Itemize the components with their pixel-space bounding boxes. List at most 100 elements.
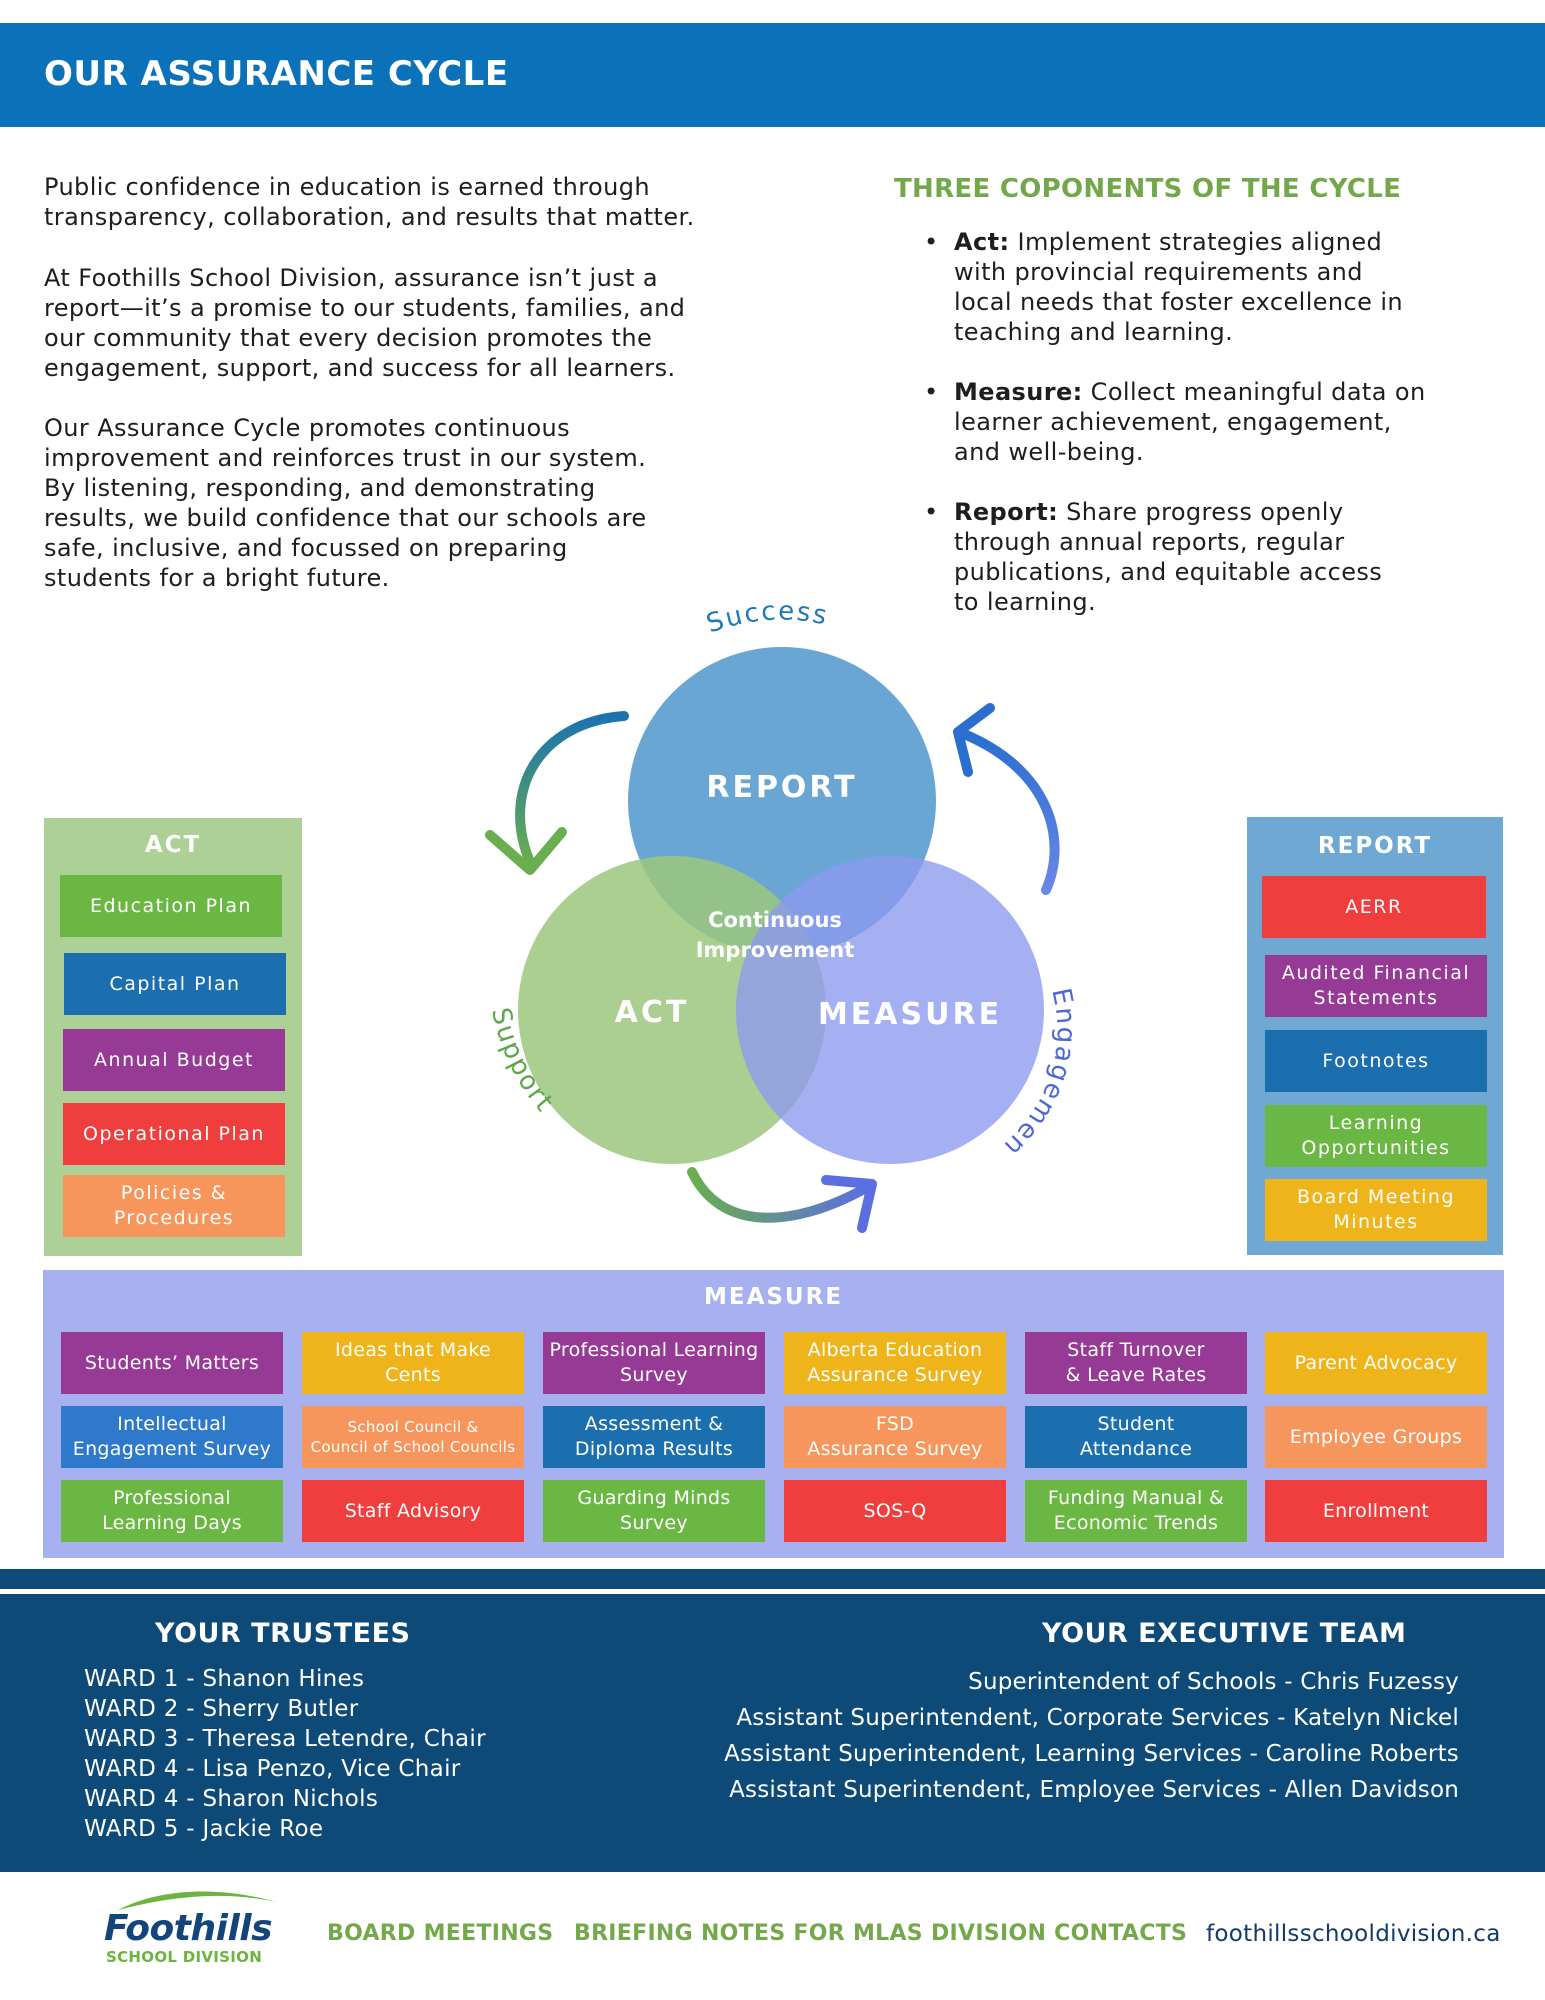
component-line: Share progress openly — [1066, 498, 1344, 526]
report-tile: Footnotes — [1265, 1030, 1487, 1092]
report-panel-title: REPORT — [1317, 833, 1433, 859]
tile-line: Assurance Survey — [807, 1364, 983, 1386]
trustee-item: WARD 1 - Shanon Hines — [84, 1666, 365, 1692]
page-title: OUR ASSURANCE CYCLE — [44, 54, 509, 94]
act-label: ACT — [615, 995, 690, 1030]
tile-line: Procedures — [113, 1207, 235, 1229]
report-tile: AERR — [1262, 876, 1486, 938]
tile-line: Diploma Results — [574, 1438, 734, 1460]
arrowhead — [953, 703, 995, 777]
measure-tile: Students’ Matters — [61, 1332, 283, 1394]
report-label: REPORT — [706, 770, 857, 805]
footer-divider — [0, 1569, 1545, 1589]
arrowhead — [821, 1175, 877, 1233]
header-bar — [0, 23, 1545, 127]
tile-line: Education Plan — [89, 894, 253, 917]
component-term: Report: — [954, 498, 1059, 526]
tile-line: Council of School Councils — [310, 1438, 516, 1456]
tile-line: Attendance — [1079, 1438, 1193, 1460]
tile-line: Parent Advocacy — [1294, 1351, 1458, 1374]
measure-tile: SOS-Q — [784, 1480, 1006, 1542]
tile-line: Assessment & — [584, 1413, 724, 1435]
act-tile: Operational Plan — [63, 1103, 285, 1165]
intro-paragraph-3: Our Assurance Cycle promotes continuous … — [44, 413, 804, 593]
tile-line: & Leave Rates — [1065, 1364, 1207, 1386]
component-line: and well-being. — [954, 438, 1144, 466]
trustee-item: WARD 3 - Theresa Letendre, Chair — [84, 1726, 486, 1752]
center-label-line2: Improvement — [696, 938, 855, 962]
component-line: teaching and learning. — [954, 318, 1234, 346]
tile-line: Funding Manual & — [1047, 1487, 1225, 1509]
executive-item: Assistant Superintendent, Employee Servi… — [729, 1777, 1459, 1803]
bullet: • — [924, 378, 939, 406]
cycle-arrow-act-to-measure — [687, 1167, 871, 1223]
measure-label: MEASURE — [818, 997, 1002, 1032]
logo-swoosh-icon — [118, 1891, 276, 1910]
component-measure: • Measure: Collect meaningful data on le… — [924, 377, 1484, 467]
tile-line: Engagement Survey — [72, 1438, 272, 1460]
components-title: THREE COPONENTS OF THE CYCLE — [894, 174, 1402, 204]
act-tile: Annual Budget — [63, 1029, 285, 1091]
intro-line: safe, inclusive, and focussed on prepari… — [44, 534, 568, 562]
foothills-logo[interactable]: Foothills SCHOOL DIVISION — [90, 1886, 280, 1966]
tile-line: Enrollment — [1322, 1499, 1430, 1522]
measure-tile: Parent Advocacy — [1265, 1332, 1487, 1394]
tile-line: Cents — [385, 1364, 441, 1386]
measure-tile: Assessment & Diploma Results — [543, 1406, 765, 1468]
component-act: • Act: Implement strategies aligned with… — [924, 227, 1484, 347]
intro-paragraph-1: Public confidence in education is earned… — [44, 172, 804, 232]
act-panel: ACT Education Plan Capital Plan Annual B… — [44, 818, 302, 1256]
website-link[interactable]: foothillsschooldivision.ca — [1206, 1921, 1501, 1947]
component-report: • Report: Share progress openly through … — [924, 497, 1484, 617]
tile-line: Professional Learning — [549, 1339, 759, 1361]
intro-line: students for a bright future. — [44, 564, 390, 592]
tile-line: Minutes — [1333, 1211, 1419, 1233]
executive-list: Superintendent of Schools - Chris Fuzess… — [724, 1664, 1459, 1808]
trustee-item: WARD 4 - Lisa Penzo, Vice Chair — [84, 1756, 461, 1782]
tile-line: Survey — [620, 1512, 688, 1534]
measure-tile: School Council &Council of School Counci… — [302, 1406, 524, 1468]
tile-line: Board Meeting — [1297, 1186, 1455, 1208]
intro-line: improvement and reinforces trust in our … — [44, 444, 647, 472]
tile-line: Guarding Minds — [577, 1487, 731, 1509]
tile-line: Learning Days — [102, 1512, 242, 1534]
measure-tile: Staff Advisory — [302, 1480, 524, 1542]
tile-line: Employee Groups — [1289, 1425, 1463, 1448]
link-briefing-notes[interactable]: BRIEFING NOTES FOR MLAS — [574, 1921, 923, 1946]
tile-line: Footnotes — [1322, 1049, 1430, 1072]
link-division-contacts[interactable]: DIVISION CONTACTS — [931, 1921, 1188, 1946]
tile-line: Alberta Education — [807, 1339, 983, 1361]
tile-line: Assurance Survey — [807, 1438, 983, 1460]
bullet: • — [924, 498, 939, 526]
trustee-item: WARD 2 - Sherry Butler — [84, 1696, 359, 1722]
footer-band: YOUR TRUSTEES WARD 1 - Shanon Hines WARD… — [0, 1594, 1545, 1872]
executive-title: YOUR EXECUTIVE TEAM — [1042, 1618, 1407, 1649]
tile-line: Capital Plan — [109, 972, 241, 995]
component-line: Collect meaningful data on — [1090, 378, 1426, 406]
tile-line: Audited Financial — [1281, 962, 1471, 984]
component-term: Measure: — [954, 378, 1083, 406]
tile-line: Professional — [113, 1487, 231, 1509]
component-line: publications, and equitable access — [954, 558, 1383, 586]
component-line: with provincial requirements and — [954, 258, 1363, 286]
tile-line: Opportunities — [1301, 1137, 1451, 1159]
intro-line: our community that every decision promot… — [44, 324, 653, 352]
act-tile: Policies &Procedures — [63, 1175, 285, 1237]
measure-tile: Staff Turnover& Leave Rates — [1025, 1332, 1247, 1394]
intro-line: At Foothills School Division, assurance … — [44, 264, 659, 292]
tile-line: Economic Trends — [1053, 1512, 1219, 1534]
trustee-item: WARD 4 - Sharon Nichols — [84, 1786, 379, 1812]
link-board-meetings[interactable]: BOARD MEETINGS — [327, 1921, 554, 1946]
component-line: Implement strategies aligned — [1017, 228, 1383, 256]
tile-line: Annual Budget — [94, 1048, 254, 1071]
intro-line: transparency, collaboration, and results… — [44, 203, 695, 231]
component-term: Act: — [954, 228, 1010, 256]
component-line: learner achievement, engagement, — [954, 408, 1392, 436]
